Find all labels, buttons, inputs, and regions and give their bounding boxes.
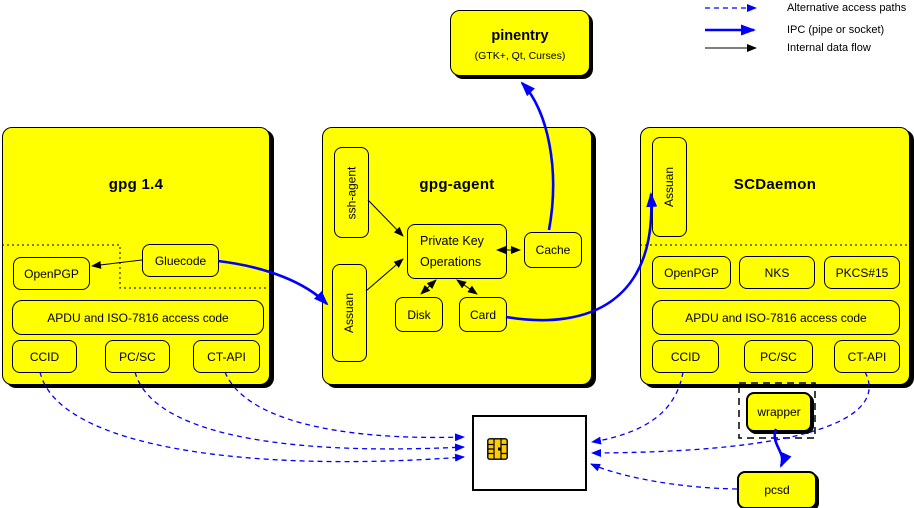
scdaemon-assuan-label: Assuan (662, 166, 677, 208)
alt-gpg14-ccid-to-card (39, 371, 465, 463)
gpg-agent-title: gpg-agent (419, 176, 495, 193)
card-node: Card (459, 297, 507, 332)
legend-label-alternative: Alternative access paths (787, 2, 907, 14)
disk-node: Disk (395, 297, 443, 332)
ipc-wrapper-to-pcsd (773, 428, 792, 468)
pinentry-subtitle: (GTK+, Qt, Curses) (474, 50, 566, 62)
gpg14-ctapi-node: CT-API (193, 340, 260, 373)
pinentry-title: pinentry (491, 28, 549, 44)
pcsd-node: pcsd (737, 471, 817, 508)
scdaemon-title: SCDaemon (733, 176, 817, 193)
pko-line1: Private Key (420, 234, 484, 248)
gpg-agent-assuan-node: Assuan (332, 264, 367, 362)
private-key-operations-node: Private Key Operations (407, 224, 507, 279)
gpg-agent-ssh-agent-node: ssh-agent (334, 147, 369, 238)
scdaemon-ctapi-node: CT-API (834, 340, 900, 373)
gpg14-title: gpg 1.4 (108, 176, 164, 193)
cache-node: Cache (524, 232, 582, 268)
gpg14-pcsc-node: PC/SC (105, 340, 170, 373)
gpg14-apdu-node: APDU and ISO-7816 access code (12, 300, 264, 335)
scdaemon-assuan-node: Assuan (652, 137, 687, 237)
legend-label-ipc: IPC (pipe or socket) (787, 24, 885, 36)
pinentry-box: pinentry (GTK+, Qt, Curses) (450, 10, 590, 76)
wrapper-node: wrapper (746, 392, 812, 432)
smartcard-chip-icon (487, 438, 508, 460)
pko-line2: Operations (420, 255, 482, 269)
scdaemon-ccid-node: CCID (652, 340, 719, 373)
scdaemon-apdu-node: APDU and ISO-7816 access code (652, 300, 900, 335)
scdaemon-nks-node: NKS (739, 256, 815, 289)
gpg-agent-assuan-label: Assuan (342, 292, 357, 334)
scdaemon-openpgp-node: OpenPGP (652, 256, 731, 289)
alt-pcsd-to-card (590, 463, 738, 490)
smartcard-reader (472, 415, 587, 491)
gpg14-ccid-node: CCID (12, 340, 77, 373)
legend-label-internal: Internal data flow (787, 42, 871, 54)
scdaemon-pcsc-node: PC/SC (744, 340, 813, 373)
ssh-agent-label: ssh-agent (344, 166, 359, 219)
gpg14-gluecode-node: Gluecode (142, 244, 219, 277)
gpg14-openpgp-node: OpenPGP (13, 257, 90, 290)
scdaemon-pkcs15-node: PKCS#15 (824, 256, 900, 289)
